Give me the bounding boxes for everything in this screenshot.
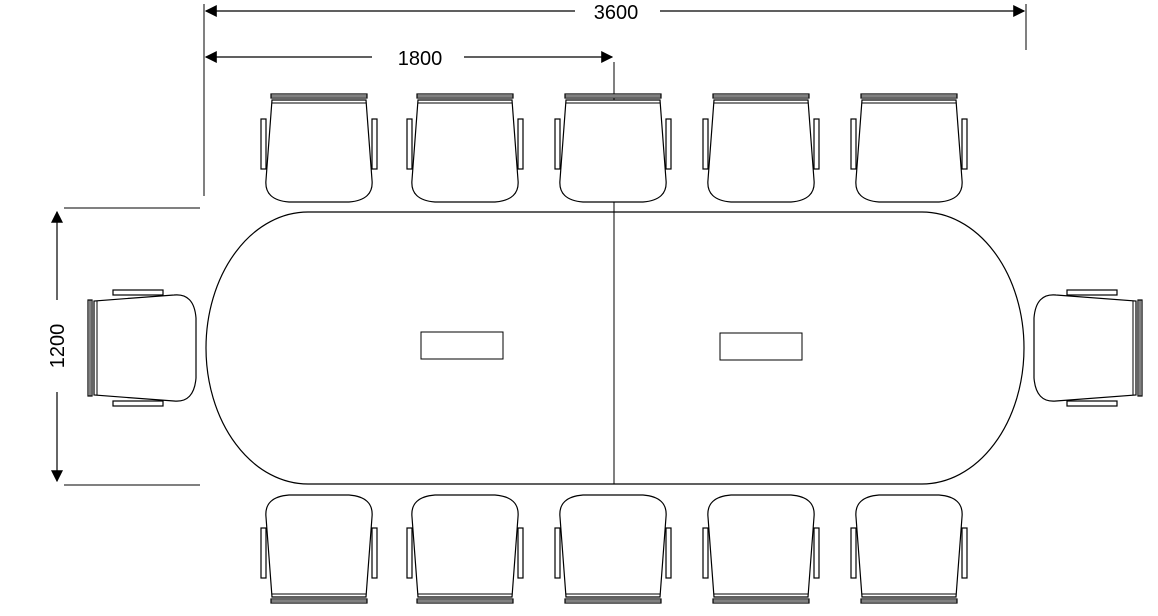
dimension-total-length: 3600 (203, 2, 1027, 52)
chair (554, 494, 672, 604)
chair (554, 93, 672, 203)
chair-left-end (87, 289, 197, 407)
dimension-width: 1200 (47, 207, 200, 486)
chair (260, 494, 378, 604)
chair (850, 494, 968, 604)
chair (702, 494, 820, 604)
cable-port-left (420, 331, 504, 360)
chair (260, 93, 378, 203)
dimension-total-label: 3600 (594, 2, 639, 24)
dimension-width-label: 1200 (47, 324, 69, 369)
chair (702, 93, 820, 203)
dimension-half-length: 1800 (203, 48, 614, 196)
chair (850, 93, 968, 203)
chair (406, 93, 524, 203)
chairs-top-row (260, 93, 968, 203)
cable-port-right (719, 332, 803, 361)
dimension-half-label: 1800 (398, 48, 443, 70)
chair-right-end (1033, 289, 1143, 407)
chairs-bottom-row (260, 494, 968, 604)
chair (406, 494, 524, 604)
chairs-ends (87, 289, 1143, 407)
